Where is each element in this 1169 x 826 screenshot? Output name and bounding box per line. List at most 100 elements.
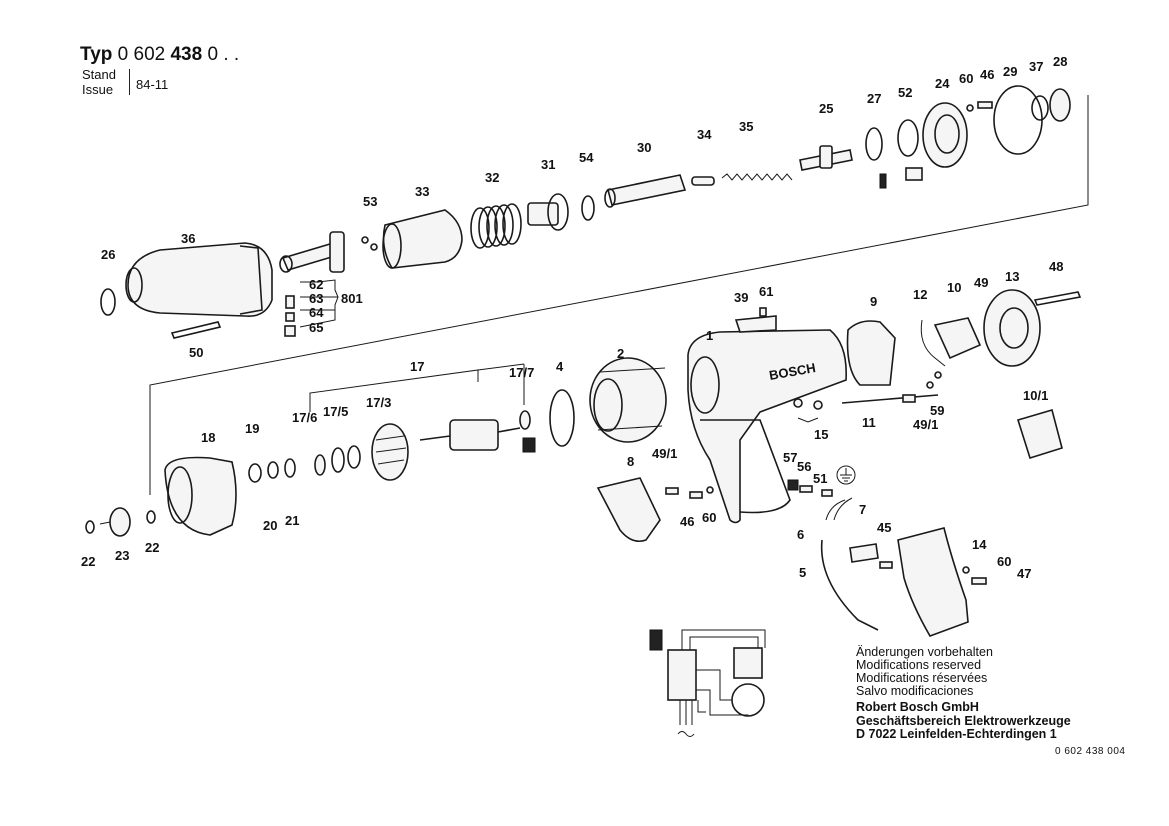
part-17-7-carbon [522,437,536,453]
part-28-gear [1049,88,1071,122]
callout-65: 65 [309,320,323,335]
part-52-clip [905,167,923,181]
callout-17-6: 17/6 [292,410,317,425]
part-18-bearing-plate [164,456,237,536]
callout-31: 31 [541,157,555,172]
callout-46-bottom: 46 [680,514,694,529]
callout-48: 48 [1049,259,1063,274]
callout-45: 45 [877,520,891,535]
note-fr: Modifications réservées [856,671,988,685]
callout-52: 52 [898,85,912,100]
callout-4: 4 [556,359,564,374]
part-36-gear-housing [125,242,273,317]
part-35-spring [721,173,793,181]
part-53-ball [361,236,369,244]
part-47-screw [971,577,987,585]
typ-suffix: 0 . . [207,44,240,65]
part-64 [285,312,295,322]
callout-63: 63 [309,291,323,306]
part-37-washer [1031,95,1049,121]
callout-49: 49 [974,275,988,290]
callout-17-3: 17/3 [366,395,391,410]
typ-number: 438 [170,44,203,65]
part-31-bearing-sleeve [527,193,569,231]
part-49-1-screw [902,394,916,403]
part-56-screw [799,485,813,493]
callout-11: 11 [862,415,876,430]
part-6-cable-leads [825,497,853,521]
callout-23: 23 [115,548,129,563]
note-es: Salvo modificaciones [856,684,974,698]
part-1-motor-housing: BOSCH [687,329,847,524]
callout-10: 10 [947,280,961,295]
callout-53: 53 [363,194,377,209]
callout-26: 26 [101,247,115,262]
part-7-cable-clamp [849,543,879,563]
callout-19: 19 [245,421,259,436]
part-30-anvil [604,174,687,208]
callout-28: 28 [1053,54,1067,69]
callout-51: 51 [813,471,827,486]
callout-13: 13 [1005,269,1019,284]
part-52-bearing [897,119,919,157]
typ-prefix: 0 602 [117,44,166,65]
bracket-17 [309,369,479,412]
callout-49-1-right: 49/1 [913,417,938,432]
part-17-7-bearing [519,410,531,430]
bracket-801 [299,279,339,328]
part-32-spring [470,203,522,249]
callout-24: 24 [935,76,950,91]
part-17-armature [419,419,521,451]
part-63 [285,295,295,309]
document-number: 0 602 438 004 [1055,746,1126,757]
callout-46-top: 46 [980,67,994,82]
callout-56: 56 [797,459,811,474]
part-62-spindle [279,231,345,273]
part-15-nut-b [813,400,823,410]
stand-label: Stand [82,67,116,82]
callout-labels: 36 26 50 62 63 64 65 801 53 33 32 31 54 … [81,54,1067,581]
part-57-clamp [787,479,799,491]
callout-64: 64 [309,305,324,320]
part-8-switch [596,477,661,543]
callout-10-1: 10/1 [1023,388,1048,403]
ac-supply-icon [677,731,695,737]
part-19-washer [248,463,262,483]
callout-22-right: 22 [145,540,159,555]
part-39-cover [734,315,777,333]
company-name: Robert Bosch GmbH [856,700,979,714]
callout-21: 21 [285,513,299,528]
part-61-screw [759,307,767,317]
note-de: Änderungen vorbehalten [856,645,993,659]
callout-39: 39 [734,290,748,305]
company-division: Geschäftsbereich Elektrowerkzeuge [856,713,1071,728]
callout-32: 32 [485,170,499,185]
modification-notes: Änderungen vorbehalten Modifications res… [856,646,993,698]
part-65 [284,325,296,337]
callout-17-5: 17/5 [323,404,348,419]
callout-6: 6 [797,527,804,542]
part-17-6-bearing [314,454,326,476]
part-23-pinion [99,507,131,537]
callout-17: 17 [410,359,424,374]
callout-61: 61 [759,284,773,299]
callout-15: 15 [814,427,828,442]
callout-60-bottom: 60 [997,554,1011,569]
part-51-screw [821,489,833,497]
part-46-screw [977,101,993,109]
part-50-screw [170,321,222,339]
part-4-baffle [549,389,575,447]
part-27-washer [865,127,883,161]
part-17-3-fan [371,423,409,481]
callout-59: 59 [930,403,944,418]
callout-801: 801 [341,291,363,306]
part-17-5-washer [331,447,345,473]
callout-2: 2 [617,346,624,361]
part-60-screw [966,104,974,112]
callout-35: 35 [739,119,753,134]
part-15-nut-a [793,398,803,408]
note-en: Modifications reserved [856,658,982,672]
part-22-washer-left [85,520,95,534]
callout-8: 8 [627,454,634,469]
